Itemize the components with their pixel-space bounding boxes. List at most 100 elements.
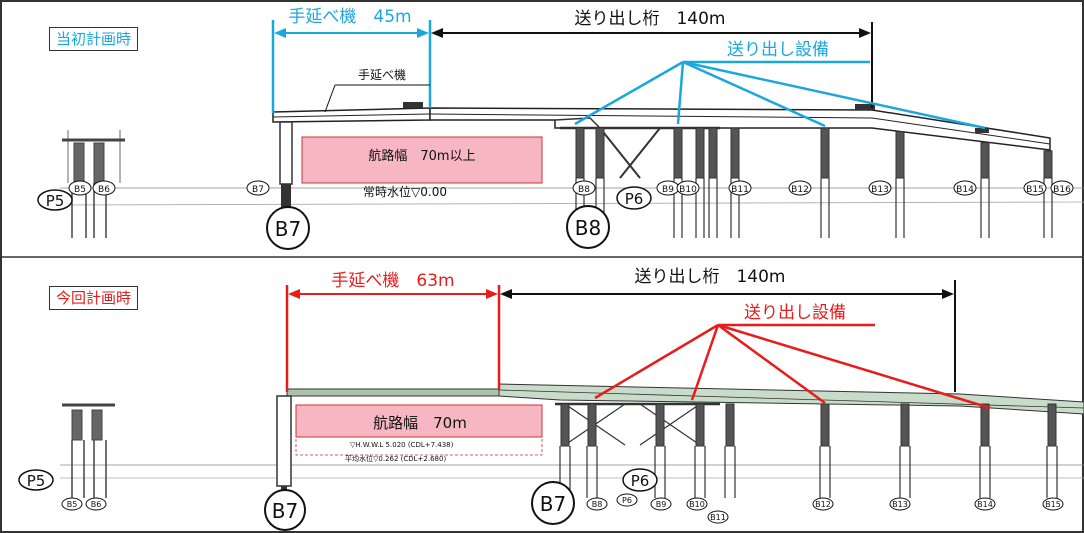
upper-panel: 航路幅 70m以上 常時水位▽0.00	[37, 7, 1084, 250]
lower-pier	[724, 403, 736, 498]
upper-pier	[895, 131, 905, 238]
upper-pier-tag: B6	[92, 180, 116, 196]
upper-pier-tag: B13	[868, 180, 892, 196]
upper-launch-girder-label: 送り出し桁 140m	[574, 9, 725, 29]
svg-text:B10: B10	[679, 185, 697, 195]
svg-text:B12: B12	[791, 185, 809, 195]
lower-pier	[654, 403, 666, 498]
lower-channel-outline	[295, 404, 543, 456]
upper-erector-span-label: 手延べ機 45m	[288, 7, 411, 27]
upper-ground-line	[59, 201, 1084, 206]
lower-channel-label: 航路幅 70m	[373, 414, 467, 432]
svg-text:B5: B5	[74, 185, 86, 195]
svg-text:B9: B9	[656, 500, 667, 509]
lower-piers	[559, 403, 1058, 498]
upper-pier-b7	[279, 121, 293, 208]
svg-text:B13: B13	[871, 185, 889, 195]
upper-label-p5: P5	[37, 189, 73, 211]
upper-plan-label: 当初計画時	[49, 27, 139, 51]
lower-pier-tag: B14	[974, 497, 996, 511]
svg-text:B15: B15	[1026, 185, 1044, 195]
svg-text:B11: B11	[710, 513, 726, 522]
lower-pier	[1046, 403, 1058, 498]
lower-launch-equipment-callout	[594, 323, 991, 410]
lower-label-p6: P6	[622, 468, 658, 492]
svg-text:B6: B6	[91, 500, 102, 509]
svg-text:B7: B7	[540, 492, 566, 516]
lower-pier-tag: B11	[707, 510, 729, 524]
upper-launching-nose	[272, 102, 431, 123]
lower-pier	[694, 403, 706, 498]
svg-text:B12: B12	[815, 500, 831, 509]
upper-pier-tag: B5	[68, 180, 92, 196]
upper-launch-equipment-callout	[574, 60, 986, 130]
upper-pier-tag: B11	[728, 180, 752, 196]
svg-text:B10: B10	[689, 500, 705, 509]
lower-launch-platform	[555, 402, 720, 446]
svg-text:P6: P6	[631, 472, 650, 490]
lower-mean-water-label: 平均水位▽0.262 (CDL+2.680)	[345, 454, 446, 463]
lower-pier-tag: B9	[650, 497, 672, 511]
lower-pier-tag: B13	[889, 497, 911, 511]
upper-pier	[820, 127, 830, 238]
upper-girder-dimension: 送り出し桁 140m	[431, 9, 873, 108]
lower-pier-tag: B10	[686, 497, 708, 511]
svg-text:B5: B5	[67, 500, 78, 509]
lower-launching-nose	[286, 388, 500, 397]
upper-erector-callout-label: 手延べ機	[358, 67, 406, 82]
lower-pier-tag: B12	[812, 497, 834, 511]
svg-text:B7: B7	[275, 217, 301, 241]
upper-water-level-label: 常時水位▽0.00	[363, 184, 447, 199]
lower-pier-b7	[276, 395, 292, 502]
upper-pier-tag: B10	[676, 180, 700, 196]
lower-left-structure	[62, 403, 115, 498]
lower-pier	[819, 403, 831, 498]
upper-pier-tag: B15	[1023, 180, 1047, 196]
upper-pier	[708, 127, 718, 238]
lower-plan-label: 今回計画時	[49, 286, 139, 310]
upper-launch-equipment-label: 送り出し設備	[727, 40, 829, 60]
lower-pier-tag: B15	[1042, 497, 1064, 511]
lower-pier-tag: P6	[616, 493, 638, 507]
lower-hwl-label: ▽H.W.W.L 5.020 (CDL+7.438)	[350, 441, 454, 449]
upper-pier-tag: B7	[246, 180, 270, 196]
upper-pier-tag: B14	[953, 180, 977, 196]
lower-pier	[586, 403, 598, 498]
svg-text:B14: B14	[977, 500, 993, 509]
lower-erector-span-label: 手延べ機 63m	[331, 271, 454, 291]
svg-text:P5: P5	[46, 192, 65, 210]
upper-pier	[980, 142, 990, 238]
upper-pier-tags: B5 B6 B7 B8 B9 B10 B11 B12 B13 B14 B15 B16	[68, 180, 1074, 196]
lower-erector-dimension: 手延べ機 63m	[285, 271, 501, 392]
upper-label-p6: P6	[616, 186, 652, 210]
svg-text:B9: B9	[662, 185, 674, 195]
upper-erector-dimension: 手延べ機 45m	[271, 7, 432, 113]
svg-text:B15: B15	[1045, 500, 1061, 509]
svg-text:B11: B11	[731, 185, 749, 195]
upper-pier	[695, 127, 705, 238]
svg-text:B8: B8	[592, 500, 603, 509]
lower-panel: 航路幅 70m ▽H.W.W.L 5.020 (CDL+7.438) 平均水位▽…	[18, 267, 1084, 531]
upper-pier-tag: B8	[572, 180, 596, 196]
upper-pier-tag: B12	[788, 180, 812, 196]
upper-pier-tag: B9	[656, 180, 680, 196]
upper-label-b7: B7	[266, 206, 310, 250]
lower-label-p5: P5	[18, 469, 54, 491]
lower-pier-tag: B5	[61, 497, 83, 511]
upper-pier	[1043, 150, 1053, 238]
lower-pier	[979, 403, 991, 498]
lower-launch-girder	[498, 383, 1084, 415]
upper-pier-tag: B16	[1050, 180, 1074, 196]
svg-text:P6: P6	[625, 190, 644, 208]
svg-text:B8: B8	[578, 185, 590, 195]
lower-label-b7-left: B7	[264, 489, 306, 531]
svg-text:B16: B16	[1053, 185, 1071, 195]
lower-pier-tag: B6	[85, 497, 107, 511]
svg-text:B14: B14	[956, 185, 974, 195]
lower-launch-girder-label: 送り出し桁 140m	[634, 267, 785, 287]
svg-text:B7: B7	[272, 499, 298, 523]
